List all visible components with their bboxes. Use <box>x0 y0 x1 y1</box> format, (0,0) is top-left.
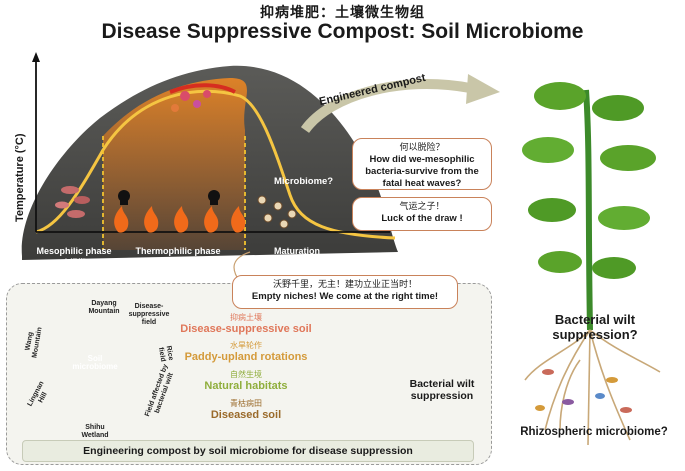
page-title: Disease Suppressive Compost: Soil Microb… <box>101 20 584 43</box>
rhizospheric-question: Rhizospheric microbiome? <box>520 426 668 438</box>
survival-bubble: 何以脱险？ How did we-mesophilic bacteria-sur… <box>352 138 492 190</box>
source-paddy-upland: 水旱轮作 Paddy-upland rotations <box>184 341 308 363</box>
microbe-cluster-maturation <box>257 195 297 229</box>
source-disease-suppressive: 抑病土壤 Disease-suppressive soil <box>180 313 312 335</box>
flame-icons <box>114 206 246 233</box>
engineered-arrow <box>300 79 471 134</box>
microbe-cluster-left <box>55 186 90 218</box>
microbiome-question: Microbiome? <box>274 176 334 187</box>
skull-icons <box>118 190 220 205</box>
temperature-curve <box>35 89 396 240</box>
wheel-center-label: Soil microbiome <box>72 354 118 371</box>
wilt-suppression-question: Bacterial wilt suppression? <box>552 312 638 342</box>
source-natural-habitats: 自然生境 Natural habitats <box>204 370 288 392</box>
luck-bubble: 气运之子！ Luck of the draw ! <box>352 197 492 231</box>
rhizosphere-microbes <box>535 369 632 413</box>
title-chinese: 抑病堆肥：土壤微生物组 <box>260 5 425 21</box>
source-diseased-soil: 青枯病田 Diseased soil <box>210 399 282 421</box>
plant-roots <box>524 329 661 446</box>
wheel-segment-dayang: Dayang Mountain <box>88 300 120 315</box>
engineering-panel <box>6 283 492 465</box>
bacterial-wilt-label: Bacterial wilt suppression <box>409 378 475 402</box>
wheel-segment-shihu: Shihu Wetland <box>81 424 109 439</box>
wheel-segment-suppressive-field: Disease-suppressive field <box>128 303 170 326</box>
thermophilic-zone <box>103 78 247 250</box>
niches-bubble: 沃野千里，无主！建功立业正当时！ Empty niches! We come a… <box>232 275 458 309</box>
microbe-cluster-top <box>171 90 211 112</box>
y-axis-label: Temperature (°C) <box>14 133 26 222</box>
bottom-caption-bar: Engineering compost by soil microbiome f… <box>22 440 474 462</box>
tomato-plant <box>522 82 656 331</box>
